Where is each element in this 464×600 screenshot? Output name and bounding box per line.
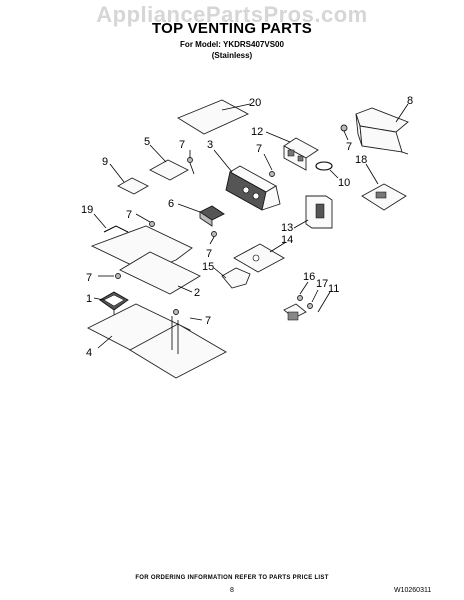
part-5-bracket: [149, 159, 189, 181]
part-12-motor-bracket: [283, 137, 319, 171]
part-6-switch: [199, 205, 225, 227]
callout-10: 10: [338, 177, 350, 189]
callout-18: 18: [355, 154, 367, 166]
callout-7: 7: [126, 209, 132, 221]
part-4-bottom-panel: [87, 303, 227, 379]
part-10-ring: [315, 161, 333, 171]
variant-label: (Stainless): [211, 51, 253, 60]
ordering-note: FOR ORDERING INFORMATION REFER TO PARTS …: [135, 575, 329, 581]
part-13-bracket: [305, 195, 333, 229]
callout-13: 13: [281, 222, 293, 234]
watermark: AppliancePartsPros.com: [96, 2, 368, 27]
page-number: 8: [230, 587, 234, 594]
part-9-plate: [117, 177, 149, 195]
part-1-filter: [99, 291, 129, 311]
callout-16: 16: [303, 271, 315, 283]
callout-6: 6: [168, 198, 174, 210]
callout-7: 7: [206, 248, 212, 260]
callout-7: 7: [346, 141, 352, 153]
callout-7: 7: [205, 315, 211, 327]
part-18-damper-plate: [361, 183, 407, 211]
callout-15: 15: [202, 261, 214, 273]
callout-1: 1: [86, 293, 92, 305]
part-15-plate: [221, 267, 251, 289]
document-number: W10260311: [394, 587, 432, 594]
callout-17: 17: [316, 278, 328, 290]
callout-14: 14: [281, 234, 293, 246]
part-16-17-11-hardware: [283, 295, 313, 321]
callout-2: 2: [194, 287, 200, 299]
callout-11: 11: [328, 283, 339, 295]
callout-7: 7: [179, 139, 185, 151]
callout-7: 7: [86, 272, 92, 284]
part-3-blower-assembly: [225, 165, 281, 211]
callout-19: 19: [81, 204, 93, 216]
model-label: For Model: YKDRS407VS00: [180, 40, 284, 49]
part-2-top-panel: [90, 225, 201, 295]
page-title: TOP VENTING PARTS: [151, 20, 313, 37]
callout-7: 7: [256, 143, 262, 155]
part-19-clip: [103, 225, 129, 233]
part-20-sheet: [177, 99, 250, 135]
callout-12: 12: [251, 126, 263, 138]
callout-9: 9: [102, 156, 108, 168]
callout-3: 3: [207, 139, 213, 151]
callout-20: 20: [249, 97, 261, 109]
callout-5: 5: [144, 136, 150, 148]
callout-8: 8: [407, 95, 413, 107]
callout-4: 4: [86, 347, 92, 359]
